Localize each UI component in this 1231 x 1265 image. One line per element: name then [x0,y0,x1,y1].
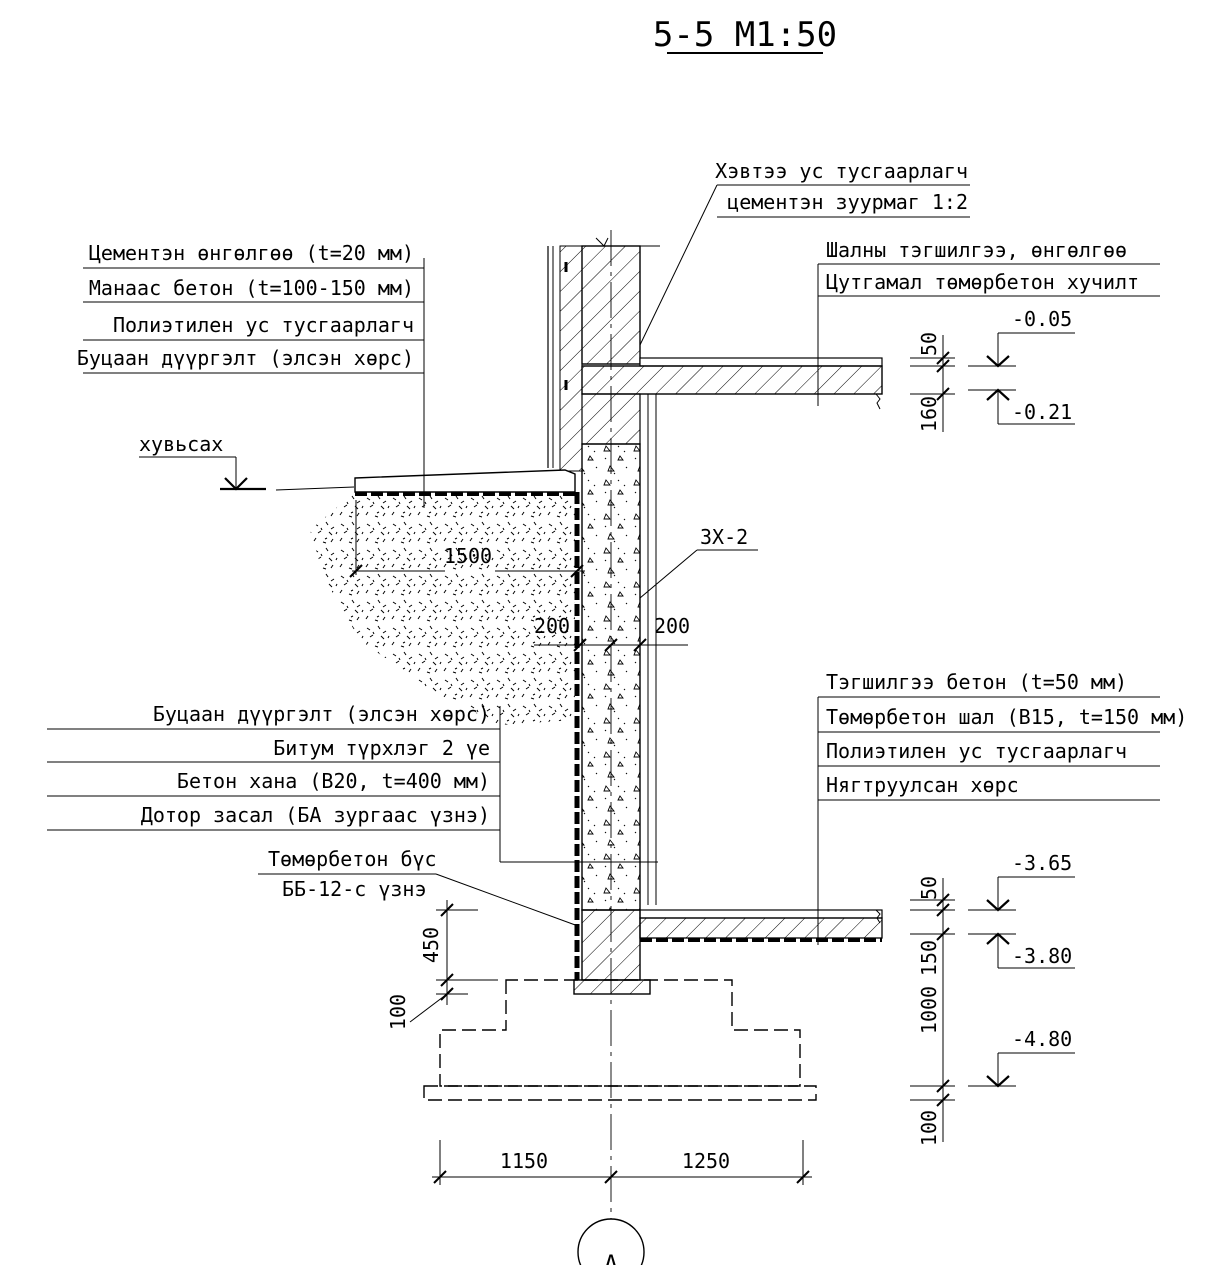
upper-wall-insulation [559,245,583,472]
callout-left-upper-line-4: Буцаан дүүргэлт (элсэн хөрс) [77,346,414,370]
grade-marker: хувьсах [139,432,355,491]
grade-label: хувьсах [139,432,223,456]
wall-mark-label: ЗХ-2 [700,525,748,549]
dim-50-bot-text: 50 [917,876,941,900]
callout-left-lower-line-3: Бетон хана (B20, t=400 мм) [177,769,490,793]
level-minus-3-65: -3.65 [1012,851,1072,875]
drawing-title: 5-5 M1:50 [653,15,837,55]
grid-axis-label: А [604,1250,619,1265]
dim-right-lower: 50 150 1000 100 [910,876,955,1146]
upper-slab [581,365,883,395]
upper-slab-screed [639,357,883,367]
dim-200-left-text: 200 [534,614,570,638]
exterior-paving [354,469,576,493]
callout-left-lower-line-1: Буцаан дүүргэлт (элсэн хөрс) [153,702,490,726]
dim-right-upper: 50 160 [910,332,955,432]
callout-top-right-line-2: цементэн зуурмаг 1:2 [727,190,968,214]
level-marker-upper: -0.05 -0.21 [968,307,1075,425]
level-minus-0-21: -0.21 [1012,400,1072,424]
callout-left-lower-line-4: Дотор засал (БА зургаас үзнэ) [141,803,490,827]
dim-1000-text: 1000 [917,986,941,1034]
lower-floor-slab [639,917,883,939]
footing-pad [573,979,651,995]
level-marker-lower: -3.65 -3.80 [968,851,1075,969]
callout-slab-upper-line-1: Шалны тэгшилгээ, өнгөлгөө [826,238,1127,262]
callout-floor-lower-line-2: Төмөрбетон шал (B15, t=150 мм) [826,705,1187,729]
wall-mark-callout: ЗХ-2 [639,525,758,599]
callout-footing: Төмөрбетон бүс ББ-12-с үзнэ [258,847,579,927]
callout-slab-upper-line-2: Цутгамал төмөрбетон хучилт [826,270,1139,294]
dim-1500-text: 1500 [444,544,492,568]
dim-bottom: 1150 1250 [432,1140,812,1185]
level-minus-4-80: -4.80 [1012,1027,1072,1051]
callout-top-right-line-1: Хэвтээ ус тусгаарлагч [715,159,968,183]
callout-footing-line-1: Төмөрбетон бүс [268,847,437,871]
dim-50-top-text: 50 [917,332,941,356]
callout-left-upper: Цементэн өнгөлгөө (t=20 мм) Манаас бетон… [77,241,425,508]
level-minus-0-05: -0.05 [1012,307,1072,331]
dim-150-text: 150 [917,940,941,976]
callout-top-right: Хэвтээ ус тусгаарлагч цементэн зуурмаг 1… [639,159,970,346]
dim-left-footing: 450 100 [386,900,498,1030]
level-minus-3-80: -3.80 [1012,944,1072,968]
foundation-outline [439,979,801,1087]
dim-100-left-text: 100 [386,994,410,1030]
callout-footing-line-2: ББ-12-с үзнэ [282,877,427,901]
callout-floor-lower-line-1: Тэгшилгээ бетон (t=50 мм) [826,670,1127,694]
dim-1150-text: 1150 [500,1149,548,1173]
dim-100-right-text: 100 [917,1110,941,1146]
callout-floor-lower: Тэгшилгээ бетон (t=50 мм) Төмөрбетон шал… [817,670,1187,945]
dim-450-text: 450 [419,927,443,963]
foundation-base [423,1085,817,1101]
callout-left-lower-line-2: Битум түрхлэг 2 үе [273,736,490,760]
dim-wall-thickness: 200 200 [534,614,690,652]
callout-left-upper-line-1: Цементэн өнгөлгөө (t=20 мм) [89,241,414,265]
grid-axis-bubble [577,1218,645,1265]
dim-200-right-text: 200 [654,614,690,638]
dim-1250-text: 1250 [682,1149,730,1173]
callout-left-upper-line-2: Манаас бетон (t=100-150 мм) [89,276,414,300]
dim-160-text: 160 [917,396,941,432]
level-marker-foundation: -4.80 [968,1027,1075,1088]
lower-floor-screed [639,909,883,919]
callout-floor-lower-line-4: Нягтруулсан хөрс [826,773,1019,797]
callout-left-lower: Буцаан дүүргэлт (элсэн хөрс) Битум түрхл… [47,702,658,863]
backfill-soil [310,492,575,725]
callout-slab-upper: Шалны тэгшилгээ, өнгөлгөө Цутгамал төмөр… [817,238,1160,406]
callout-left-upper-line-3: Полиэтилен ус тусгаарлагч [113,313,414,337]
dim-1500: 1500 [349,500,585,578]
callout-floor-lower-line-3: Полиэтилен ус тусгаарлагч [826,739,1127,763]
